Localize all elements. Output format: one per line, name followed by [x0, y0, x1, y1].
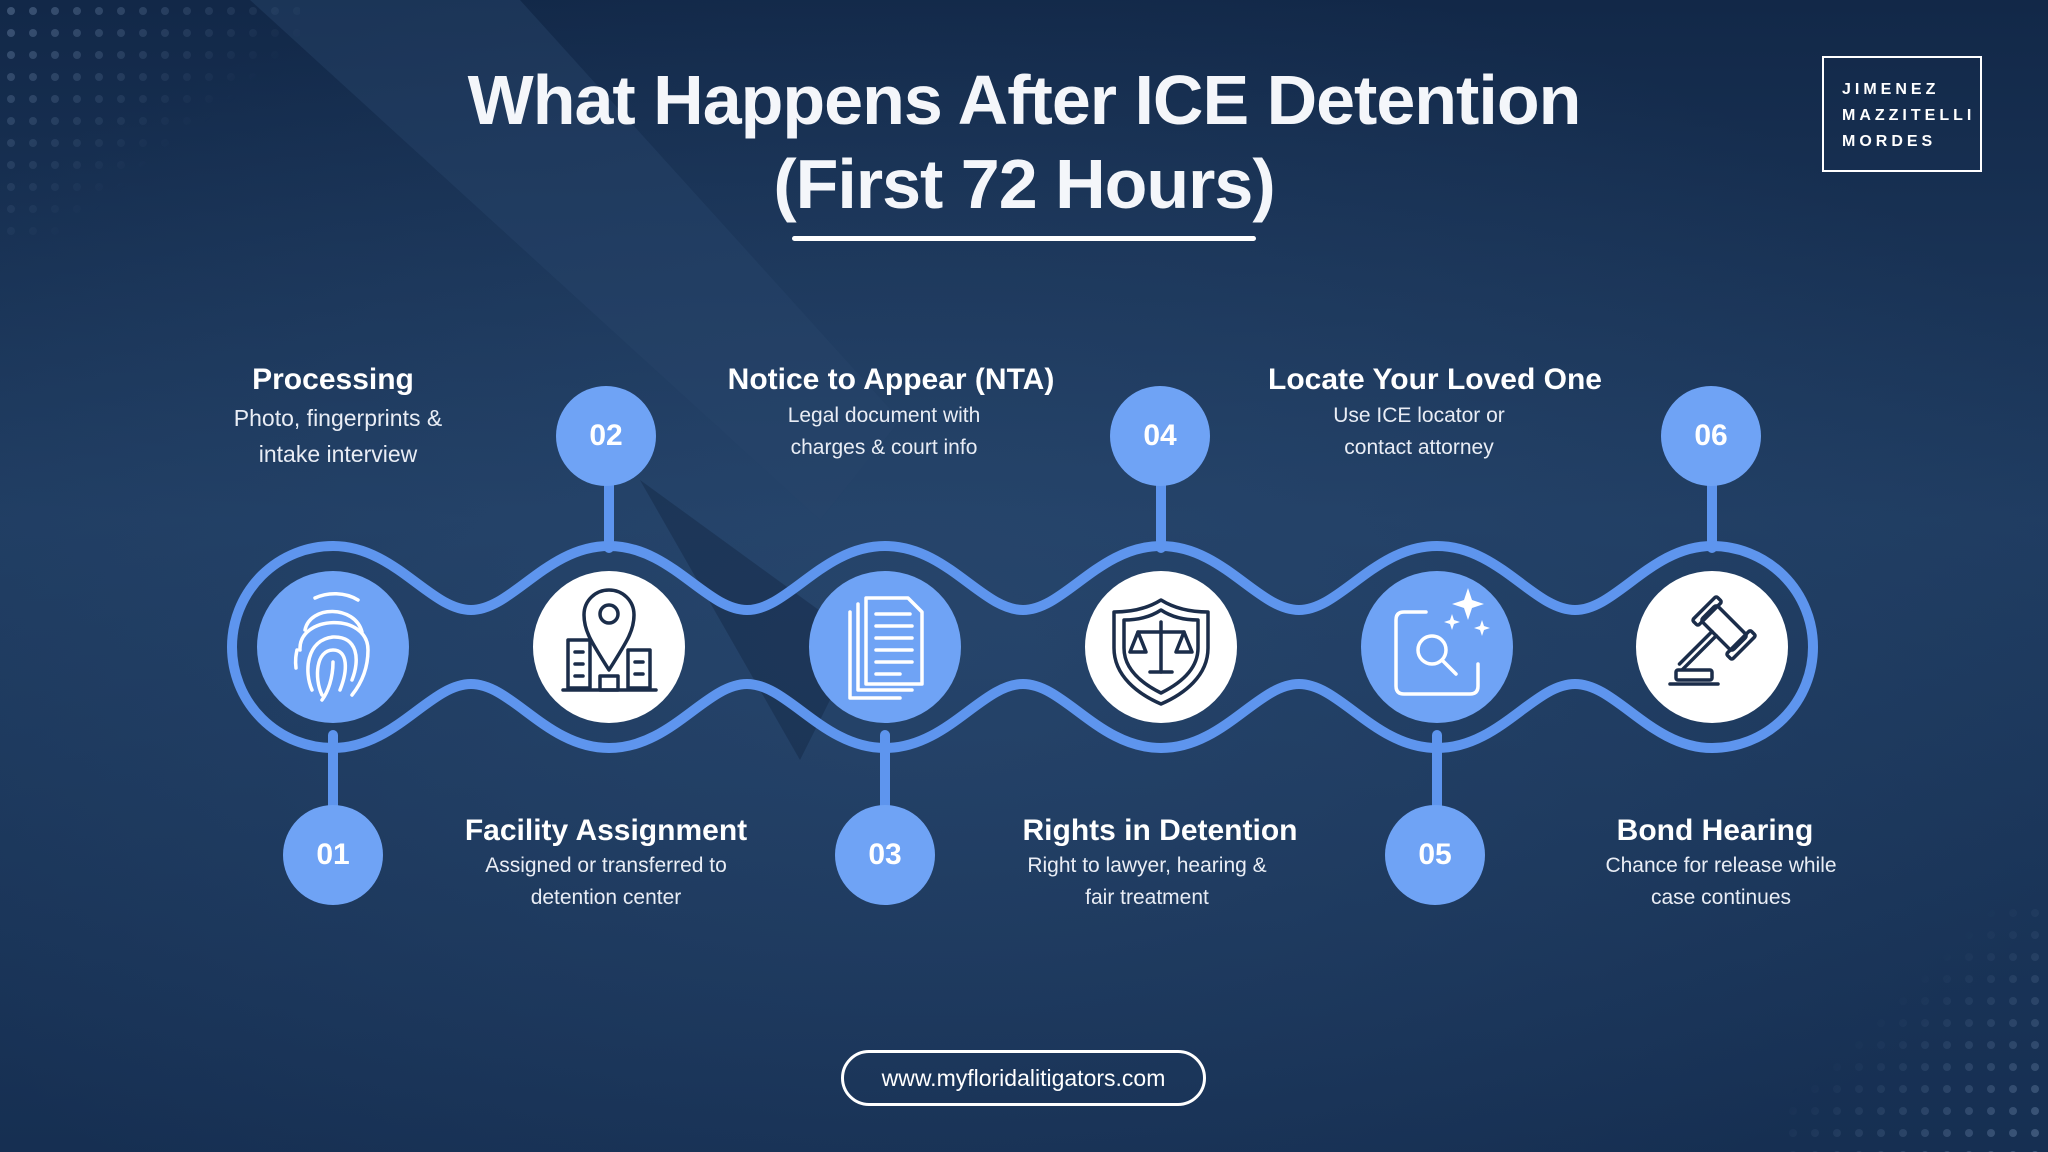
step-desc-04-line2: fair treatment	[1085, 886, 1209, 909]
page-subtitle: (First 72 Hours)	[773, 145, 1275, 223]
step-title-02: Facility Assignment	[464, 814, 748, 847]
page-title: What Happens After ICE Detention	[467, 61, 1582, 139]
step-number-01: 01	[283, 805, 383, 905]
step-desc-02-line1: Assigned or transferred to	[485, 854, 727, 877]
logo-line: JIMENEZ	[1842, 81, 1940, 98]
icon-circle-03	[809, 571, 961, 723]
firm-logo: JIMENEZ MAZZITELLI MORDES	[1822, 56, 1982, 172]
title-underline	[792, 236, 1256, 241]
step-title-01: Processing	[252, 363, 414, 396]
icon-circle-02	[533, 571, 685, 723]
step-desc-06-line2: case continues	[1650, 886, 1792, 909]
website-url[interactable]: www.myfloridalitigators.com	[841, 1050, 1206, 1106]
chain-top	[328, 540, 1717, 616]
step-number-05: 05	[1385, 805, 1485, 905]
step-desc-01-line1: Photo, fingerprints &	[233, 405, 443, 431]
sparkle-icon	[1444, 588, 1490, 636]
icon-circle-01	[257, 571, 409, 723]
gavel-icon	[1668, 595, 1757, 686]
scales-shield-icon	[1112, 598, 1210, 706]
step-desc-06-line1: Chance for release while	[1605, 854, 1837, 877]
icon-circle-05	[1361, 571, 1513, 723]
document-icon	[848, 596, 924, 700]
step-desc-04-line1: Right to lawyer, hearing &	[1027, 854, 1267, 877]
chain-left-cap	[227, 541, 338, 753]
step-desc-05-line1: Use ICE locator or	[1333, 404, 1505, 427]
logo-line: MORDES	[1842, 133, 1937, 150]
location-building-icon	[561, 588, 658, 692]
icon-circle-06	[1636, 571, 1788, 723]
step-number-06: 06	[1661, 386, 1761, 486]
step-desc-02-line2: detention center	[530, 886, 682, 909]
step-number-04: 04	[1110, 386, 1210, 486]
step-desc-01-line2: intake interview	[258, 441, 418, 467]
step-title-03: Notice to Appear (NTA)	[727, 363, 1055, 396]
step-title-06: Bond Hearing	[1616, 814, 1814, 847]
fingerprint-icon	[293, 592, 370, 702]
chain-bottom	[328, 678, 1717, 754]
step-title-04: Rights in Detention	[1022, 814, 1298, 847]
step-desc-05-line2: contact attorney	[1344, 436, 1494, 459]
step-desc-03-line2: charges & court info	[790, 436, 978, 459]
search-sparkle-icon	[1394, 610, 1480, 696]
chain-right-cap	[1707, 541, 1818, 753]
step-title-05: Locate Your Loved One	[1268, 363, 1602, 396]
step-number-03: 03	[835, 805, 935, 905]
step-number-02: 02	[556, 386, 656, 486]
step-desc-03-line1: Legal document with	[787, 404, 981, 427]
logo-line: MAZZITELLI	[1842, 107, 1976, 124]
